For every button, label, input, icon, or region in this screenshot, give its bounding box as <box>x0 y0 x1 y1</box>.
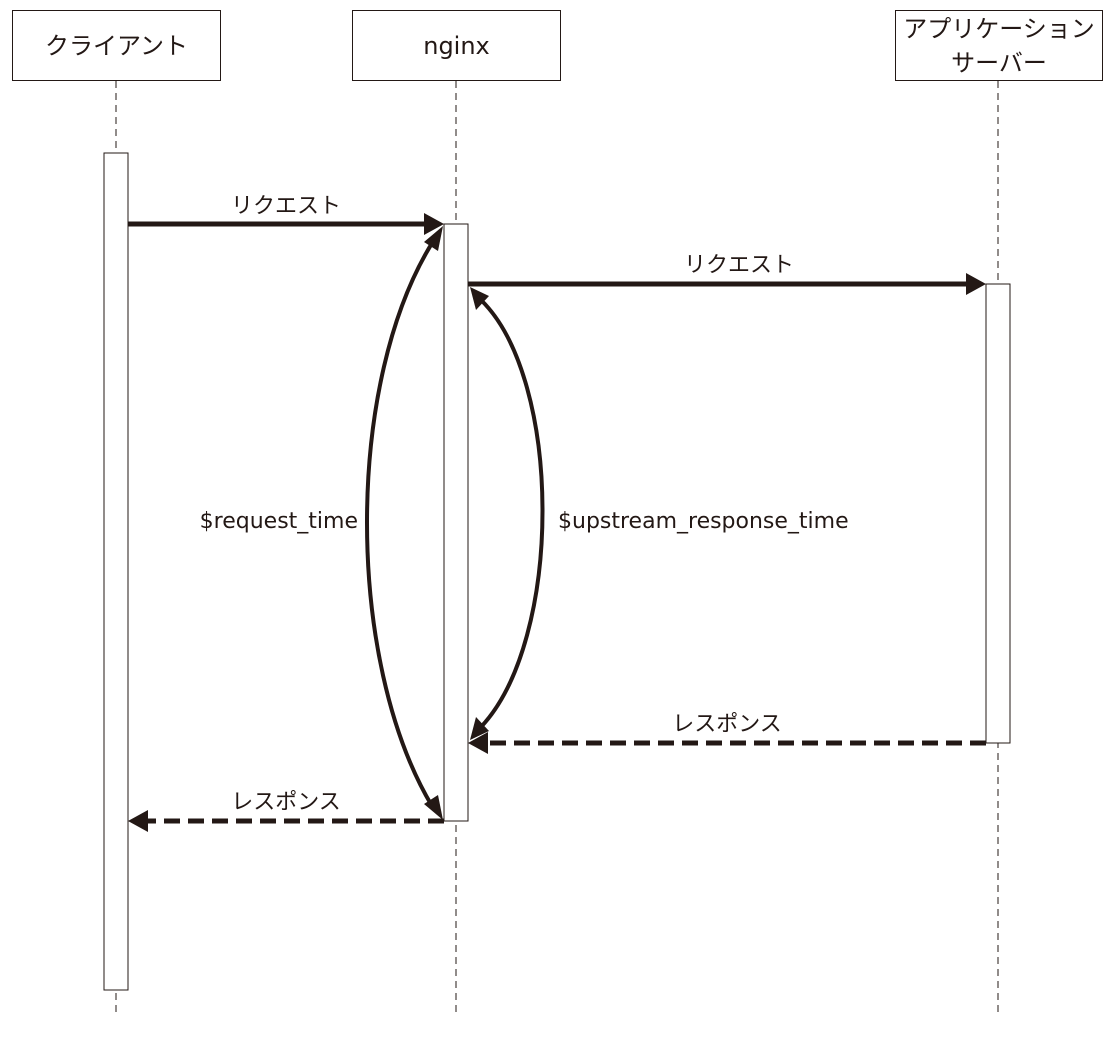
activation-app-server <box>985 283 1011 744</box>
message-app-to-nginx-response-arrowhead <box>468 732 488 754</box>
message-nginx-to-client-response-label: レスポンス <box>231 790 341 815</box>
message-client-to-nginx-request-label: リクエスト <box>231 194 341 219</box>
upstream-response-time-arc <box>479 298 545 729</box>
participant-app-server-label-line1: アプリケーション <box>903 14 1095 43</box>
participant-client: クライアント <box>12 10 221 81</box>
upstream-response-time-label: $upstream_response_time <box>558 509 849 534</box>
participant-nginx: nginx <box>352 10 561 81</box>
participant-app-server-label-line2: サーバー <box>951 48 1047 77</box>
participant-app-server: アプリケーション サーバー <box>895 10 1103 81</box>
message-nginx-to-client-response-arrowhead <box>128 810 148 832</box>
activation-client <box>103 152 129 991</box>
request-time-arc <box>365 238 436 808</box>
request-time-label: $request_time <box>200 509 358 534</box>
participant-nginx-label: nginx <box>423 31 490 60</box>
message-nginx-to-app-request-label: リクエスト <box>684 253 794 278</box>
participant-client-label: クライアント <box>44 31 189 60</box>
participant-app-server-label: アプリケーション サーバー <box>903 12 1095 80</box>
message-app-to-nginx-response-label: レスポンス <box>672 712 782 737</box>
message-client-to-nginx-request-arrowhead <box>424 213 444 235</box>
message-nginx-to-app-request-arrowhead <box>966 273 986 295</box>
upstream-response-time-arrowhead-top <box>470 287 489 310</box>
upstream-response-time-arrowhead-bottom <box>470 717 489 740</box>
request-time-arrowhead-bottom <box>424 795 443 820</box>
activation-nginx <box>443 223 469 822</box>
request-time-arrowhead-top <box>424 226 443 251</box>
